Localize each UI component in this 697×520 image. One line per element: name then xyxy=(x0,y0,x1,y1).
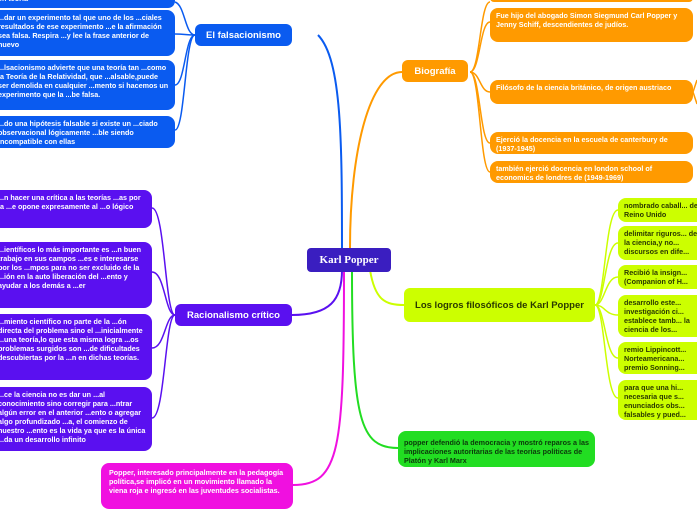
branch-racionalismo[interactable]: Racionalismo crítico xyxy=(175,304,292,326)
falsacionismo-item-2[interactable]: ...dar un experimento tal que uno de los… xyxy=(0,10,175,56)
biografia-item-2[interactable]: Filósofo de la ciencia británico, de ori… xyxy=(490,80,693,104)
falsacionismo-item-3[interactable]: ...lsacionismo advierte que una teoría t… xyxy=(0,60,175,110)
racionalismo-item-3[interactable]: ...miento científico no parte de la ...ó… xyxy=(0,314,152,380)
logros-item-3[interactable]: Recibió la insign... (Companion of H... xyxy=(618,265,697,289)
node-politica[interactable]: Popper, interesado principalmente en la … xyxy=(101,463,293,509)
racionalismo-item-4[interactable]: ...ce la ciencia no es dar un ...al cono… xyxy=(0,387,152,451)
logros-item-5[interactable]: remio Lippincott... Norteamericana... pr… xyxy=(618,342,697,374)
branch-logros[interactable]: Los logros filosóficos de Karl Popper xyxy=(404,288,595,322)
logros-item-6[interactable]: para que una hi... necesaria que s... en… xyxy=(618,380,697,420)
falsacionismo-item-1[interactable]: en teoría xyxy=(0,0,175,8)
falsacionismo-item-4[interactable]: ...do una hipótesis falsable si existe u… xyxy=(0,116,175,148)
logros-item-2[interactable]: delimitar riguros... de la ciencia,y no.… xyxy=(618,226,697,260)
biografia-item-1[interactable]: Fue hijo del abogado Simon Siegmund Carl… xyxy=(490,8,693,42)
logros-item-1[interactable]: nombrado caball... del Reino Unido xyxy=(618,198,697,222)
logros-item-4[interactable]: desarrollo este... investigación ci... e… xyxy=(618,295,697,337)
branch-biografia[interactable]: Biografía xyxy=(402,60,468,82)
branch-falsacionismo[interactable]: El falsacionismo xyxy=(195,24,292,46)
central-topic[interactable]: Karl Popper xyxy=(307,248,391,272)
racionalismo-item-2[interactable]: ...ientíficos lo más importante es ...n … xyxy=(0,242,152,308)
biografia-item-4[interactable]: también ejerció docencia en london schoo… xyxy=(490,161,693,183)
node-democracia[interactable]: popper defendió la democracia y mostró r… xyxy=(398,431,595,467)
biografia-item-3[interactable]: Ejerció la docencia en la escuela de can… xyxy=(490,132,693,154)
racionalismo-item-1[interactable]: ...n hacer una crítica a las teorías ...… xyxy=(0,190,152,228)
biografia-item-top[interactable] xyxy=(490,0,693,2)
